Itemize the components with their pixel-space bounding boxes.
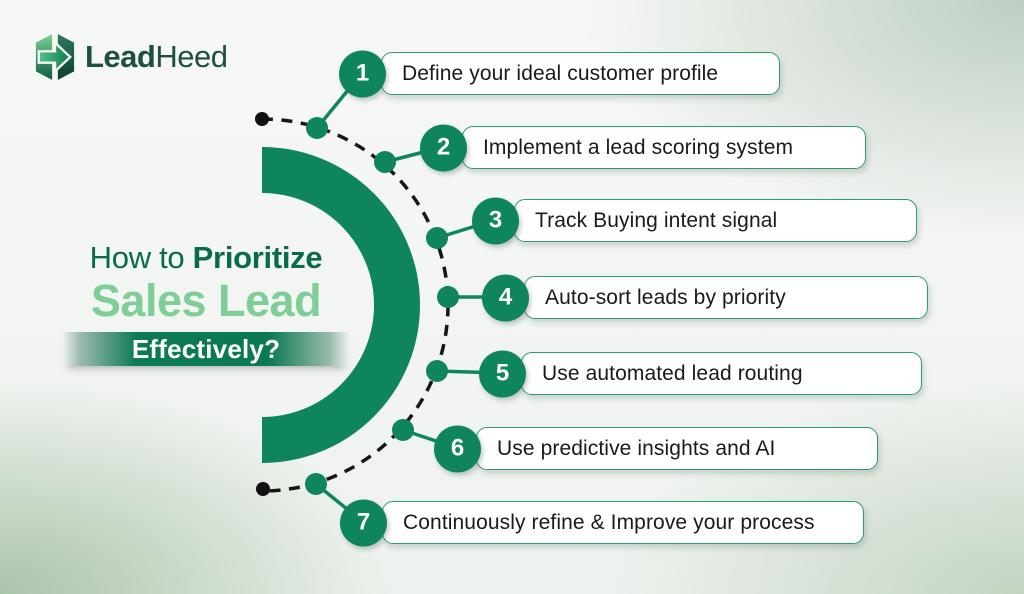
semicircle-arc: [261, 147, 420, 463]
step-label: Track Buying intent signal: [514, 199, 917, 242]
title-banner: Effectively?: [62, 332, 350, 366]
title-line2: Sales Lead: [90, 275, 322, 326]
arc-end-dot-bottom: [256, 482, 270, 496]
timeline-node-dots: [305, 117, 459, 495]
brand-name-heed: Heed: [155, 39, 228, 74]
step-label: Use automated lead routing: [521, 352, 922, 395]
step-item-4: 4 Auto-sort leads by priority: [482, 274, 928, 321]
brand-name-lead: Lead: [85, 39, 156, 74]
step-label: Use predictive insights and AI: [476, 427, 878, 470]
step-item-1: 1 Define your ideal customer profile: [339, 50, 780, 97]
brand-name: LeadHeed: [85, 39, 228, 75]
step-number-badge: 4: [482, 274, 529, 321]
title-line1: How to Prioritize: [62, 240, 350, 276]
dashed-arc: [261, 117, 450, 493]
step-item-7: 7 Continuously refine & Improve your pro…: [340, 499, 864, 546]
step-label: Implement a lead scoring system: [462, 126, 866, 169]
brand-logo: LeadHeed: [34, 30, 228, 84]
step-number-badge: 5: [479, 350, 526, 397]
step-item-3: 3 Track Buying intent signal: [472, 197, 917, 244]
title-emphasis: Prioritize: [192, 240, 323, 275]
step-item-6: 6 Use predictive insights and AI: [434, 425, 878, 472]
title-prefix: How to: [89, 240, 193, 275]
step-label: Define your ideal customer profile: [381, 52, 780, 95]
step-number-badge: 2: [420, 124, 467, 171]
step-number-badge: 1: [339, 50, 386, 97]
step-label: Continuously refine & Improve your proce…: [382, 501, 864, 544]
step-item-2: 2 Implement a lead scoring system: [420, 124, 866, 171]
step-item-5: 5 Use automated lead routing: [479, 350, 922, 397]
leadheed-arrow-h-icon: [35, 34, 75, 80]
step-number-badge: 7: [340, 499, 387, 546]
page-title: How to Prioritize Sales Lead Effectively…: [62, 240, 350, 366]
step-number-badge: 3: [472, 197, 519, 244]
arc-end-dot-top: [255, 112, 269, 126]
step-label: Auto-sort leads by priority: [524, 276, 928, 319]
step-number-badge: 6: [434, 425, 481, 472]
